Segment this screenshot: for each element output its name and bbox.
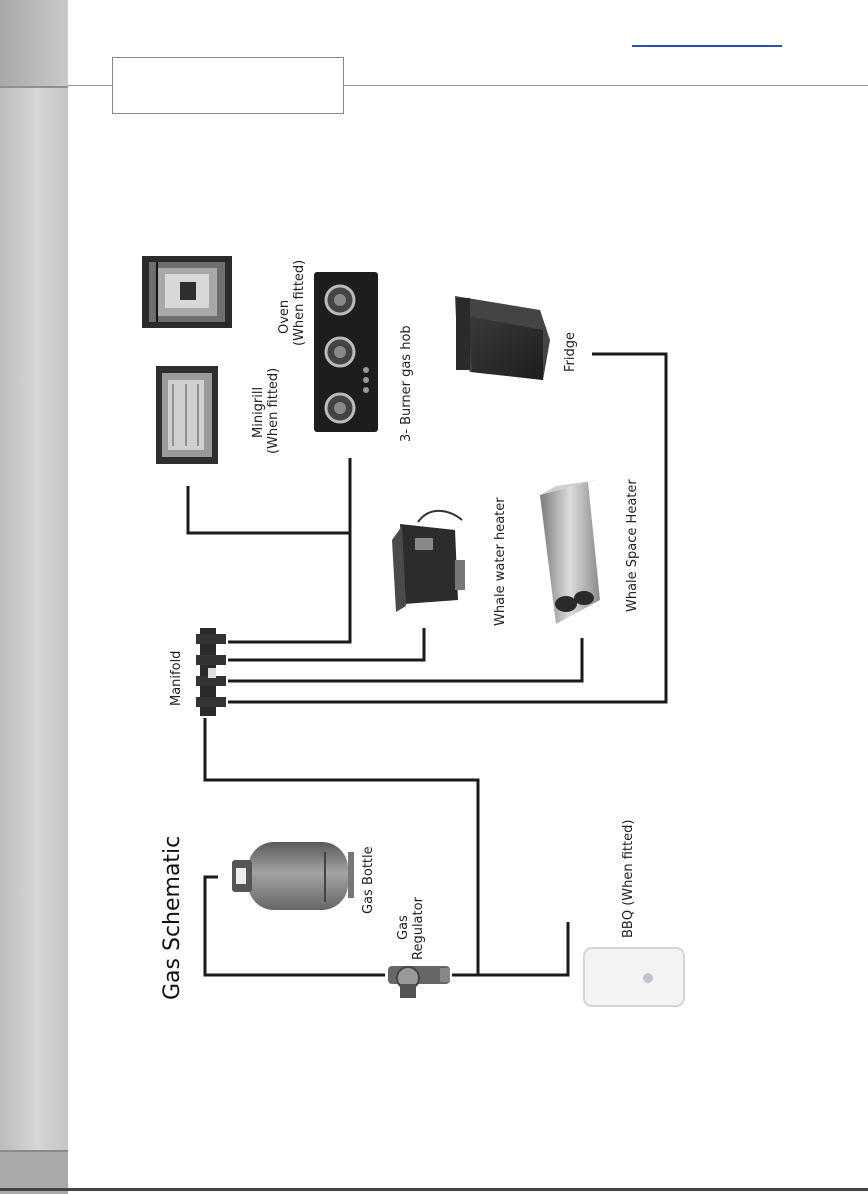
pipe-regulator-to-manifold: [205, 718, 478, 975]
gas-hob-image: [314, 272, 378, 432]
diagram-title: Gas Schematic: [160, 836, 185, 1000]
label-manifold: Manifold: [169, 651, 184, 706]
label-hob: 3- Burner gas hob: [399, 325, 414, 442]
gas-bottle-image: [232, 842, 354, 910]
bbq-image: [584, 948, 684, 1006]
pipe-manifold-to-hob: [228, 458, 350, 642]
pipe-minigrill-branch: [188, 486, 350, 533]
label-regulator: Gas Regulator: [396, 896, 426, 960]
pipe-manifold-to-water-heater: [228, 628, 424, 660]
water-heater-image: [392, 511, 465, 612]
pipe-regulator-to-bbq: [452, 922, 568, 975]
label-water-heater: Whale water heater: [493, 497, 508, 626]
label-gas-bottle: Gas Bottle: [361, 846, 376, 914]
label-bbq: BBQ (When fitted): [621, 820, 636, 938]
pipe-manifold-to-fridge: [228, 354, 666, 702]
label-space-heater: Whale Space Heater: [625, 479, 640, 612]
regulator-image: [388, 966, 450, 998]
label-oven: Oven (When fitted): [277, 260, 307, 346]
fridge-image: [455, 296, 550, 380]
label-minigrill: Minigrill (When fitted): [251, 368, 281, 454]
space-heater-image: [540, 480, 600, 624]
label-fridge: Fridge: [563, 332, 578, 372]
oven-image: [142, 256, 232, 328]
manifold-image: [196, 628, 226, 716]
minigrill-image: [156, 366, 218, 464]
